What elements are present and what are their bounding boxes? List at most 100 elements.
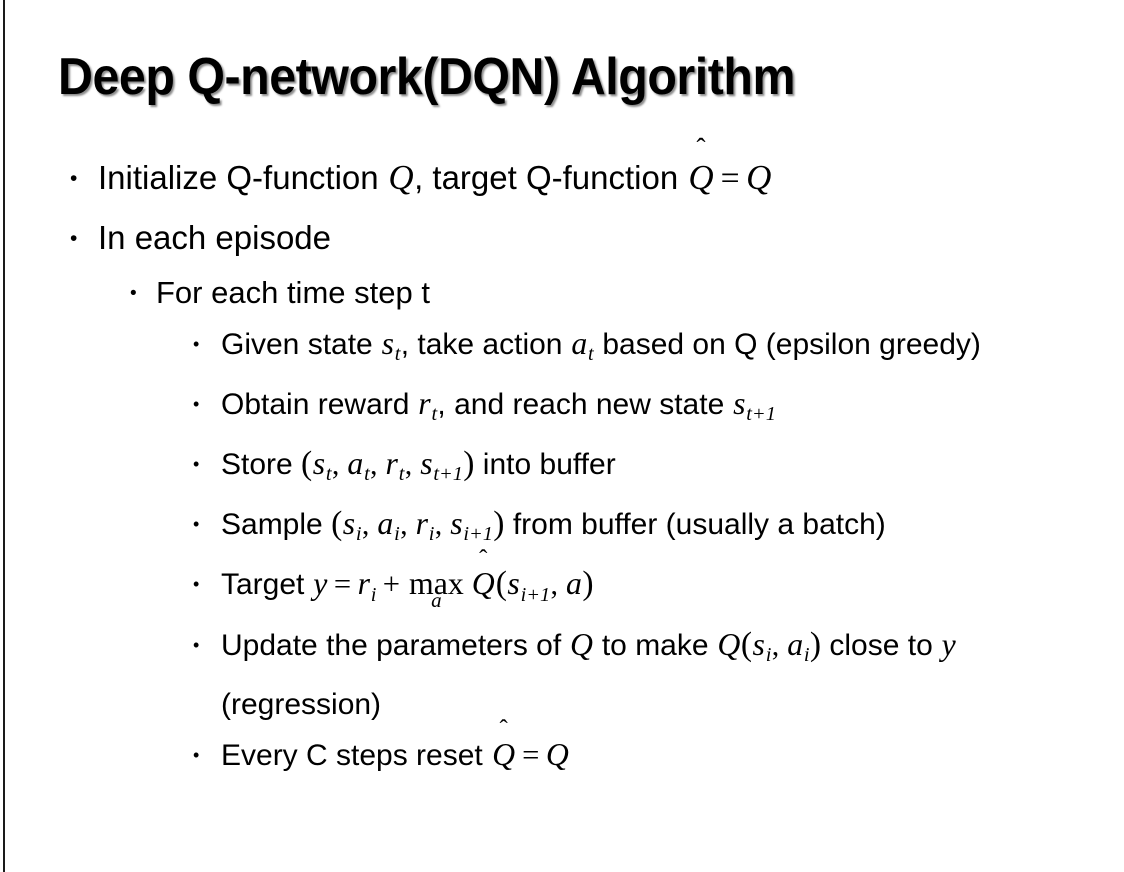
bullet-marker-icon: •	[70, 167, 78, 190]
page-title: Deep Q-network(DQN) Algorithm	[58, 48, 795, 106]
math-subscript-t: t	[394, 343, 401, 366]
text-segment: Every C steps reset	[221, 738, 492, 772]
text-segment: based on Q (epsilon greedy)	[594, 328, 981, 361]
math-comma: ,	[404, 448, 420, 482]
math-comma: ,	[370, 448, 386, 482]
math-subscript-t1: t+1	[746, 403, 776, 426]
bullet-reset-target: • Every C steps reset ̂Q=Q	[0, 730, 1124, 781]
text-segment: into buffer	[474, 448, 616, 482]
bullet-text: Update the parameters of Q to make Q(si,…	[221, 620, 1094, 730]
text-segment: , target Q-function	[414, 159, 688, 196]
bullet-text: Given state st, take action at based on …	[221, 319, 1094, 379]
math-equals: =	[720, 160, 740, 197]
math-var-q2: Q	[746, 158, 772, 197]
math-var-s1: s	[342, 506, 356, 542]
math-var-q: Q	[545, 736, 569, 772]
math-equals: =	[522, 737, 540, 772]
text-segment: Store	[221, 448, 302, 482]
math-close-paren: )	[463, 445, 475, 483]
math-var-y: y	[941, 626, 956, 662]
text-segment: from buffer (usually a batch)	[504, 508, 886, 542]
math-var-a: a	[377, 506, 394, 542]
text-segment: Given state	[221, 328, 382, 361]
math-subscript-t: t	[431, 403, 438, 426]
bullet-text: Target y=ri+maxâQ(si+1, a)	[221, 559, 1094, 619]
math-var-r: r	[385, 446, 398, 482]
math-var-q: Q	[388, 158, 414, 197]
bullet-obtain-reward: • Obtain reward rt, and reach new state …	[0, 379, 1124, 439]
math-subscript-i1: i+1	[463, 523, 493, 546]
math-subscript-i: i	[355, 523, 362, 546]
text-segment: Obtain reward	[221, 388, 418, 422]
slide-left-edge-line	[3, 0, 5, 872]
bullet-marker-icon: •	[193, 744, 200, 765]
math-q-hat: ̂Q	[491, 730, 516, 780]
max-label: max	[409, 566, 464, 602]
bullet-marker-icon: •	[193, 634, 200, 655]
text-segment: Update the parameters of	[221, 628, 570, 662]
bullet-text: Sample (si, ai, ri, si+1) from buffer (u…	[221, 499, 1094, 559]
math-comma: ,	[400, 508, 416, 542]
math-var-s: s	[733, 386, 746, 422]
math-var-r: r	[415, 506, 428, 542]
math-subscript-t: t	[325, 463, 332, 486]
math-comma: ,	[434, 508, 450, 542]
bullet-text: Initialize Q-function Q, target Q-functi…	[98, 148, 1124, 208]
math-subscript-i1: i+1	[520, 583, 551, 606]
math-var-a: a	[566, 566, 582, 602]
math-var-q1: Q	[570, 626, 593, 662]
math-open-paren: (	[301, 445, 313, 483]
bullet-in-each-episode: • In each episode	[0, 208, 1124, 267]
hat-base: Q	[492, 736, 516, 772]
hat-base: Q	[471, 566, 495, 602]
math-var-s: s	[381, 326, 394, 361]
math-var-q2: Q	[717, 626, 741, 662]
math-var-s1: s	[312, 446, 326, 482]
max-limit-var: a	[431, 587, 442, 612]
math-var-a: a	[787, 626, 804, 662]
math-var-a: a	[347, 446, 364, 482]
bullet-sample-batch: • Sample (si, ai, ri, si+1) from buffer …	[0, 499, 1124, 559]
bullet-text: For each time step t	[156, 275, 430, 310]
math-q-hat: ̂Q	[687, 148, 714, 207]
math-subscript-i: i	[428, 523, 435, 546]
math-var-r: r	[418, 386, 431, 422]
text-segment: Initialize Q-function	[98, 159, 388, 196]
math-open-paren: (	[740, 625, 753, 663]
bullet-text: Obtain reward rt, and reach new state st…	[221, 379, 1094, 439]
bullet-marker-icon: •	[193, 574, 200, 595]
bullet-target-y: • Target y=ri+maxâQ(si+1, a)	[0, 559, 1124, 619]
math-comma: ,	[550, 568, 566, 602]
bullet-marker-icon: •	[193, 514, 200, 535]
text-segment: Sample	[221, 508, 332, 542]
math-var-a: a	[571, 326, 588, 361]
math-subscript-i: i	[765, 643, 772, 666]
math-comma: ,	[771, 628, 787, 662]
text-segment: (regression)	[221, 687, 382, 721]
text-segment: to make	[593, 628, 717, 662]
bullet-for-each-time-step: • For each time step t	[0, 267, 1124, 319]
bullet-store-transition: • Store (st, at, rt, st+1) into buffer	[0, 439, 1124, 499]
bullet-marker-icon: •	[193, 394, 200, 415]
math-subscript-i: i	[394, 523, 400, 546]
math-subscript-t1: t+1	[433, 463, 463, 486]
math-var-s: s	[507, 566, 520, 602]
math-subscript-i: i	[803, 643, 810, 666]
math-var-s2: s	[420, 446, 433, 482]
text-segment: , and reach new state	[437, 388, 733, 422]
math-var-r: r	[357, 566, 370, 602]
math-close-paren: )	[493, 505, 505, 543]
math-open-paren: (	[331, 505, 343, 543]
math-comma: ,	[361, 508, 377, 542]
math-subscript-t: t	[398, 463, 405, 486]
text-segment: , take action	[400, 328, 571, 361]
bullet-text: In each episode	[98, 219, 332, 256]
math-var-s2: s	[450, 506, 463, 542]
math-comma: ,	[331, 448, 347, 482]
bullet-given-state: • Given state st, take action at based o…	[0, 319, 1124, 379]
bullet-text: Every C steps reset ̂Q=Q	[221, 730, 1094, 781]
math-var-y: y	[313, 566, 328, 602]
math-close-paren: )	[809, 625, 822, 663]
